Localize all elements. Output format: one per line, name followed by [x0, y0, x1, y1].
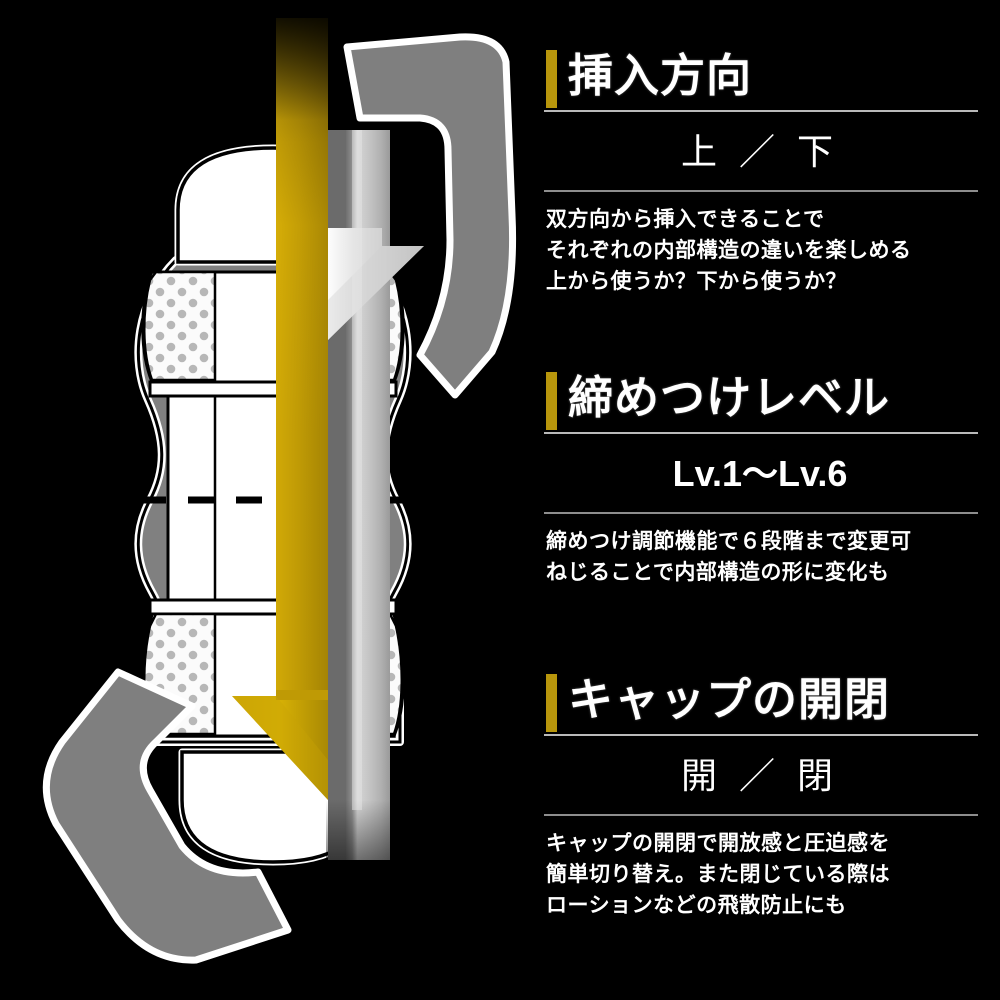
section-title: 挿入方向 — [568, 50, 753, 101]
spec-section-cap-open-close: キャップの開閉 開 ／ 閉 キャップの開閉で開放感と圧迫感を 簡単切り替え。また… — [540, 672, 980, 921]
section-title: 締めつけレベル — [568, 372, 891, 423]
section-description: キャップの開閉で開放感と圧迫感を 簡単切り替え。また閉じている際は ローションな… — [540, 816, 980, 921]
description-line: 簡単切り替え。また閉じている際は — [546, 863, 890, 886]
spec-section-tightness-level: 締めつけレベル Lv.1〜Lv.6 締めつけ調節機能で６段階まで変更可 ねじるこ… — [540, 370, 980, 588]
section-value: Lv.1〜Lv.6 — [672, 453, 848, 494]
divider-bottom — [544, 512, 978, 514]
divider-top — [544, 432, 978, 434]
description-line: ローションなどの飛散防止にも — [546, 894, 847, 917]
spec-panel: 挿入方向 上 ／ 下 双方向から挿入できることで それぞれの内部構造の違いを楽し… — [540, 0, 980, 1000]
cap-open-top — [343, 33, 517, 399]
section-header: 挿入方向 — [540, 48, 980, 110]
accent-bar-icon — [546, 50, 557, 108]
silver-insertion-arrow — [326, 130, 424, 925]
spec-section-insertion-direction: 挿入方向 上 ／ 下 双方向から挿入できることで それぞれの内部構造の違いを楽し… — [540, 48, 980, 297]
accent-bar-icon — [546, 674, 557, 732]
accent-bar-icon — [546, 372, 557, 430]
divider-bottom — [544, 814, 978, 816]
section-title: キャップの開閉 — [568, 674, 891, 725]
divider-top — [544, 110, 978, 112]
section-header: 締めつけレベル — [540, 370, 980, 432]
description-line: 締めつけ調節機能で６段階まで変更可 — [546, 530, 912, 553]
gold-insertion-arrow — [232, 18, 328, 800]
description-line: 双方向から挿入できることで — [546, 208, 825, 231]
section-description: 双方向から挿入できることで それぞれの内部構造の違いを楽しめる 上から使うか？下… — [540, 192, 980, 297]
section-value: 上 ／ 下 — [680, 131, 839, 172]
description-line: ねじることで内部構造の形に変化も — [546, 561, 890, 584]
description-line: キャップの開閉で開放感と圧迫感を — [546, 832, 890, 855]
description-line: それぞれの内部構造の違いを楽しめる — [546, 239, 912, 262]
section-header: キャップの開閉 — [540, 672, 980, 734]
divider-top — [544, 734, 978, 736]
description-line: 上から使うか？下から使うか？ — [546, 270, 847, 293]
cap-open-bottom — [42, 668, 292, 964]
section-description: 締めつけ調節機能で６段階まで変更可 ねじることで内部構造の形に変化も — [540, 514, 980, 588]
product-cross-section-illustration — [42, 0, 517, 964]
divider-bottom — [544, 190, 978, 192]
section-value: 開 ／ 閉 — [680, 755, 839, 796]
